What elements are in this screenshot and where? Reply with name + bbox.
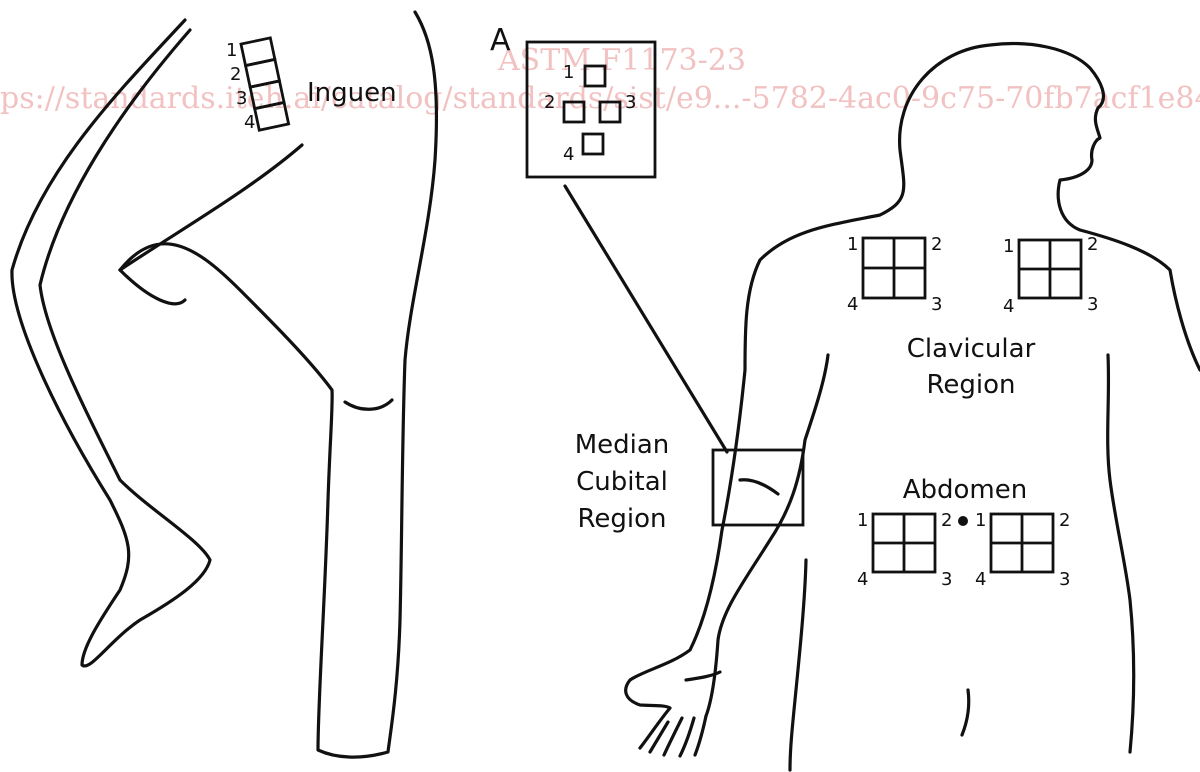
median-label-line2: Cubital — [576, 467, 668, 497]
abd-left-number-3: 3 — [941, 569, 952, 590]
abdomen-grid-left: 1 2 3 4 — [857, 510, 952, 590]
torso-outline — [626, 44, 1200, 770]
abd-right-number-2: 2 — [1059, 510, 1070, 531]
navel-dot — [958, 516, 968, 526]
inguen-number-2: 2 — [230, 64, 241, 85]
abdomen-label: Abdomen — [903, 475, 1028, 505]
clavicular-label-line1: Clavicular — [907, 334, 1036, 364]
clav-left-number-2: 2 — [931, 234, 942, 255]
inguen-label: Inguen — [307, 78, 397, 108]
clav-right-number-2: 2 — [1087, 234, 1098, 255]
clav-left-number-1: 1 — [847, 234, 858, 255]
detail-number-4: 4 — [563, 144, 574, 165]
detail-number-2: 2 — [544, 92, 555, 113]
abd-right-number-3: 3 — [1059, 569, 1070, 590]
detail-site-4 — [583, 134, 603, 154]
inguen-number-1: 1 — [226, 40, 237, 61]
abd-right-number-4: 4 — [975, 569, 986, 590]
clavicular-grid-left: 1 2 3 4 — [847, 234, 942, 315]
detail-leader-line — [565, 186, 727, 452]
abd-right-number-1: 1 — [975, 510, 986, 531]
median-label-line3: Region — [577, 504, 666, 534]
clav-right-number-3: 3 — [1087, 294, 1098, 315]
detail-number-1: 1 — [563, 62, 574, 83]
detail-number-3: 3 — [625, 92, 636, 113]
detail-a-letter: A — [490, 23, 511, 58]
abd-left-number-1: 1 — [857, 510, 868, 531]
abdomen-grid-right: 1 2 3 4 — [975, 510, 1070, 590]
clav-left-number-4: 4 — [847, 294, 858, 315]
abd-left-number-2: 2 — [941, 510, 952, 531]
clav-right-number-4: 4 — [1003, 296, 1014, 317]
clavicular-grid-right: 1 2 3 4 — [1003, 234, 1098, 317]
leg-outline — [12, 12, 437, 757]
abd-left-number-4: 4 — [857, 569, 868, 590]
clav-left-number-3: 3 — [931, 294, 942, 315]
inguen-number-4: 4 — [244, 112, 255, 133]
watermark-title: ASTM F1173-23 — [497, 43, 746, 78]
median-label-line1: Median — [575, 430, 670, 460]
clavicular-label-line2: Region — [926, 370, 1015, 400]
clav-right-number-1: 1 — [1003, 236, 1014, 257]
inguen-number-3: 3 — [236, 88, 247, 109]
